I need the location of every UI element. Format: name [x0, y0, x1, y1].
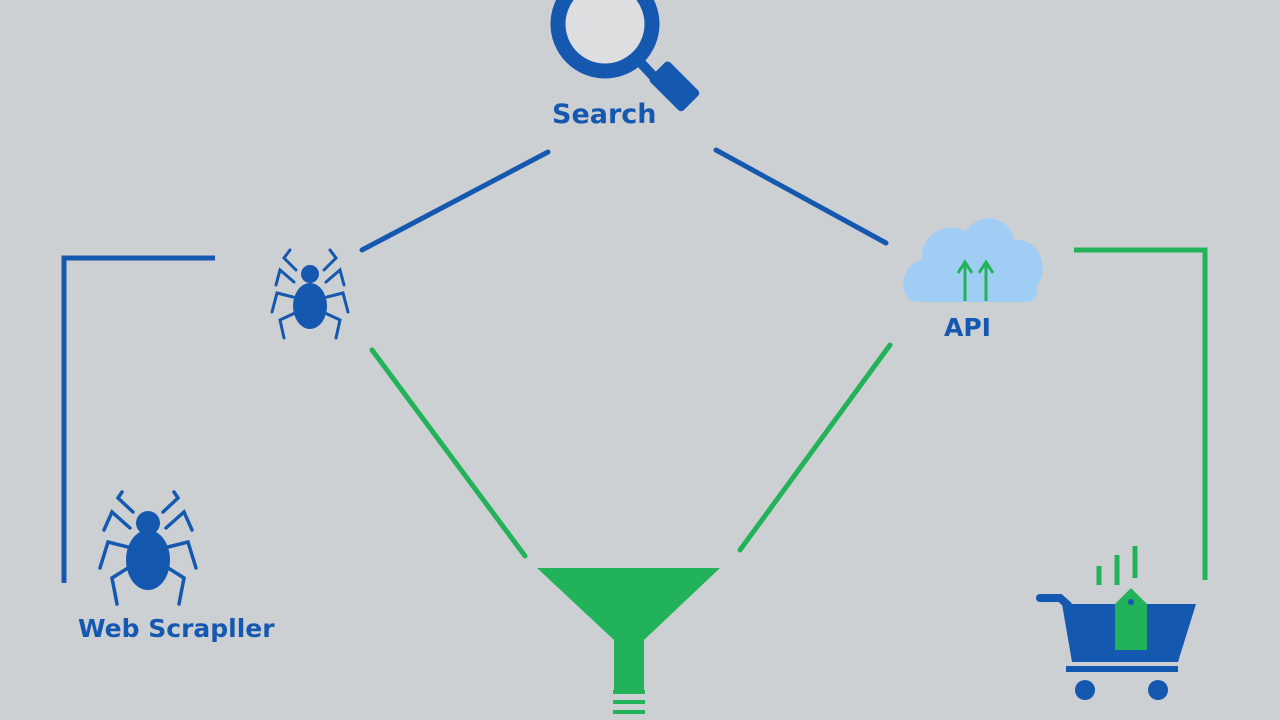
search-label: Search [552, 99, 657, 130]
cloud-upload-icon [903, 218, 1043, 302]
api-label: API [944, 313, 991, 342]
magnifying-glass-icon [550, 0, 700, 112]
connector-spider-funnel [369, 347, 528, 559]
web-scraper-spider-icon [98, 490, 198, 606]
connector-left-bracket [61, 255, 215, 583]
funnel-icon [537, 568, 720, 714]
connector-search-spider [359, 149, 551, 253]
connector-right-bracket [1074, 247, 1208, 580]
spider-icon [270, 248, 350, 340]
connector-api-funnel [737, 342, 893, 553]
web-scraper-label: Web Scrapller [78, 614, 275, 643]
connector-search-api [713, 147, 889, 246]
shopping-cart-icon [1036, 546, 1196, 700]
